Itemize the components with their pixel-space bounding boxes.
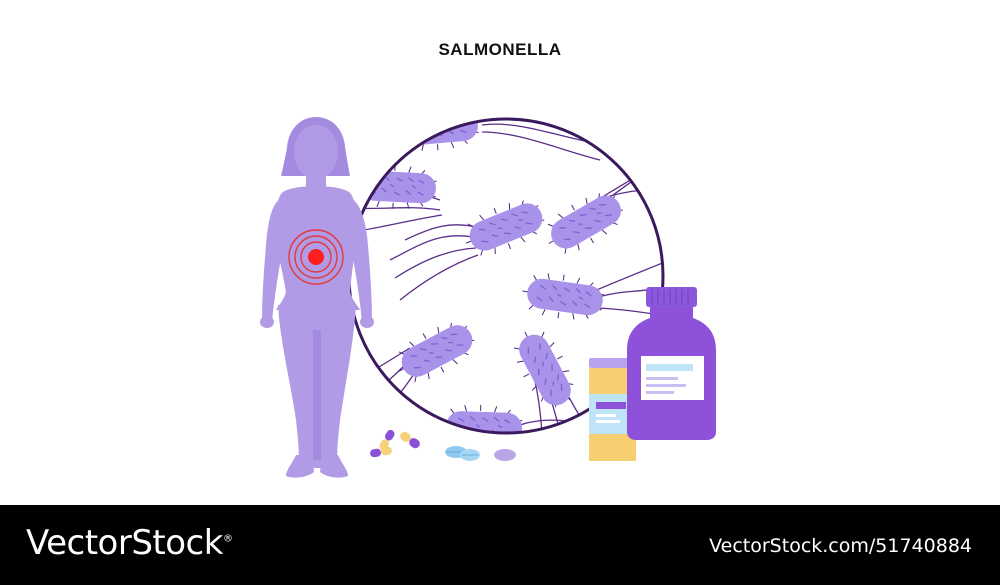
pain-target-icon — [288, 229, 344, 285]
registered-mark: ® — [222, 533, 233, 545]
tablets — [445, 446, 516, 461]
image-credit: VectorStock.com/51740884 — [709, 535, 972, 557]
medicine-bottle — [627, 287, 716, 440]
page-title: SALMONELLA — [438, 40, 562, 59]
illustration-canvas: SALMONELLA — [260, 40, 716, 478]
capsules — [370, 429, 420, 458]
woman-silhouette — [260, 117, 374, 478]
brand-name: VectorStock — [26, 523, 223, 563]
illustration-artwork — [260, 117, 716, 478]
footer-bar: VectorStock® VectorStock.com/51740884 — [0, 505, 1000, 585]
bacteria-magnifier — [347, 117, 665, 435]
brand-logo: VectorStock® — [26, 523, 233, 563]
